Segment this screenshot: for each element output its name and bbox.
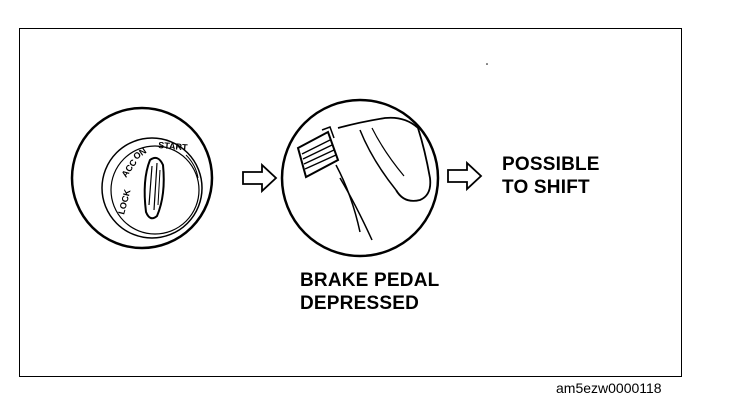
key-cylinder-icon	[143, 156, 165, 220]
brake-label: BRAKE PEDAL DEPRESSED	[300, 269, 439, 315]
position-start: START	[158, 140, 189, 153]
result-line-1: POSSIBLE	[502, 154, 600, 175]
brake-line-2: DEPRESSED	[300, 293, 420, 314]
position-lock: LOCK	[116, 188, 132, 216]
result-line-2: TO SHIFT	[502, 177, 590, 198]
arrow-right-icon	[242, 162, 278, 194]
ignition-inner-ring	[110, 145, 200, 235]
arrow-right-icon	[447, 160, 483, 192]
brake-pedal-icon	[296, 130, 340, 179]
position-on: ON	[131, 146, 148, 162]
leg-icon	[337, 116, 432, 202]
diagram-frame	[19, 28, 682, 377]
ignition-outer-circle	[70, 106, 214, 250]
ignition-bezel	[101, 137, 203, 239]
brake-circle	[280, 98, 440, 258]
figure-code: am5ezw0000118	[556, 380, 662, 396]
ignition-switch: LOCK ACC ON START	[70, 106, 214, 250]
brake-pedal-illustration	[280, 98, 440, 258]
result-label: POSSIBLE TO SHIFT	[502, 153, 600, 199]
brake-line-1: BRAKE PEDAL	[300, 270, 440, 291]
